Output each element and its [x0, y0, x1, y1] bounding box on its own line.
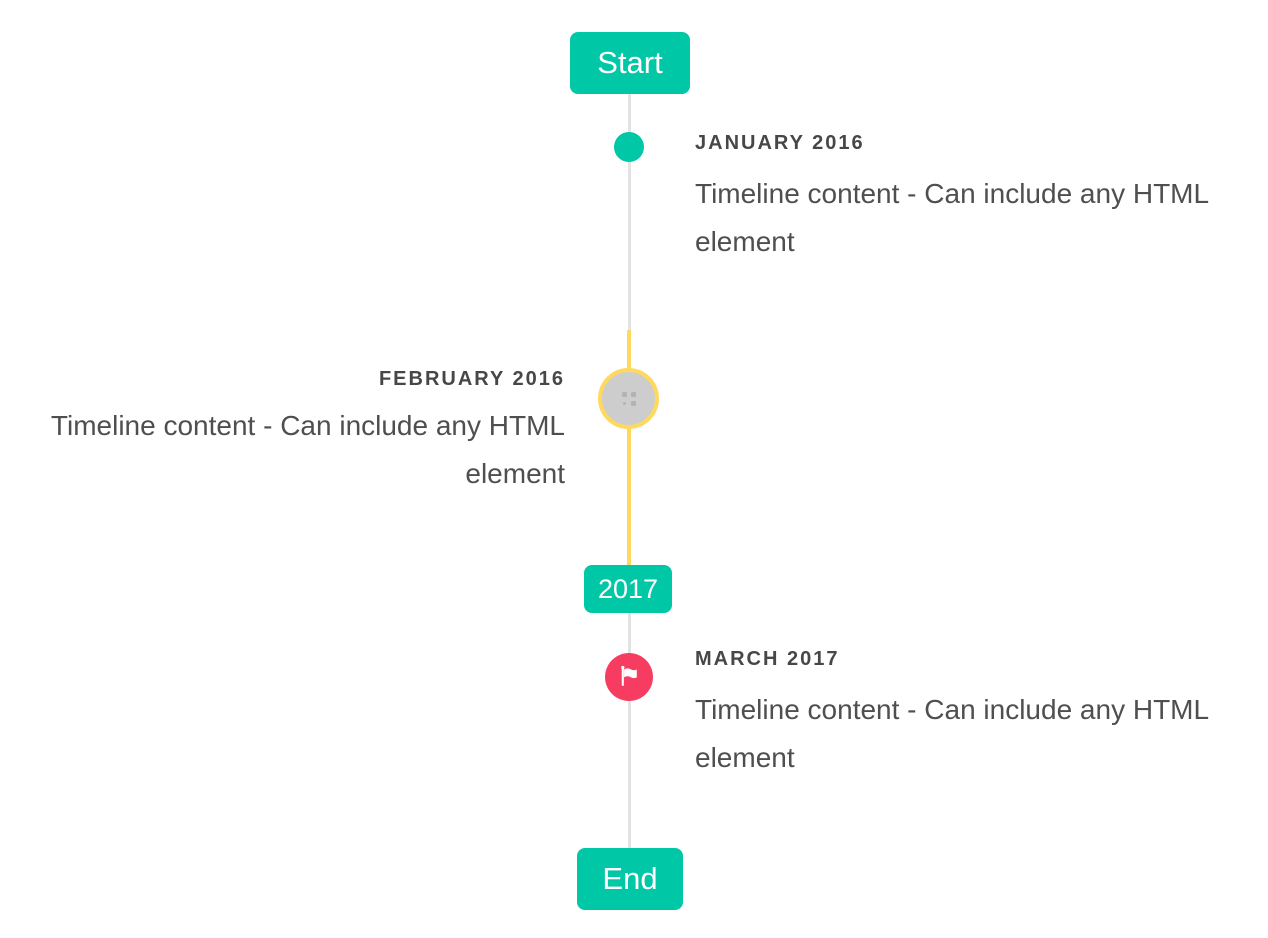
timeline-line-highlight: [627, 330, 631, 565]
item-title-january-2016: JANUARY 2016: [695, 132, 865, 154]
item-title-march-2017: MARCH 2017: [695, 648, 840, 670]
march-flag-marker[interactable]: [605, 653, 653, 701]
february-image-marker[interactable]: [598, 368, 659, 429]
january-dot-marker[interactable]: [614, 132, 644, 162]
timeline-year-flag[interactable]: 2017: [584, 565, 672, 613]
item-title-february-2016: FEBRUARY 2016: [378, 368, 565, 390]
item-content-january-2016: Timeline content - Can include any HTML …: [695, 178, 1209, 257]
timeline-start-flag[interactable]: Start: [570, 32, 690, 94]
broken-image-icon: [621, 391, 636, 406]
item-content-february-2016: Timeline content - Can include any HTML …: [50, 410, 565, 489]
flag-icon: [620, 665, 637, 686]
timeline-end-flag[interactable]: End: [577, 848, 683, 910]
item-content-march-2017: Timeline content - Can include any HTML …: [695, 694, 1209, 773]
